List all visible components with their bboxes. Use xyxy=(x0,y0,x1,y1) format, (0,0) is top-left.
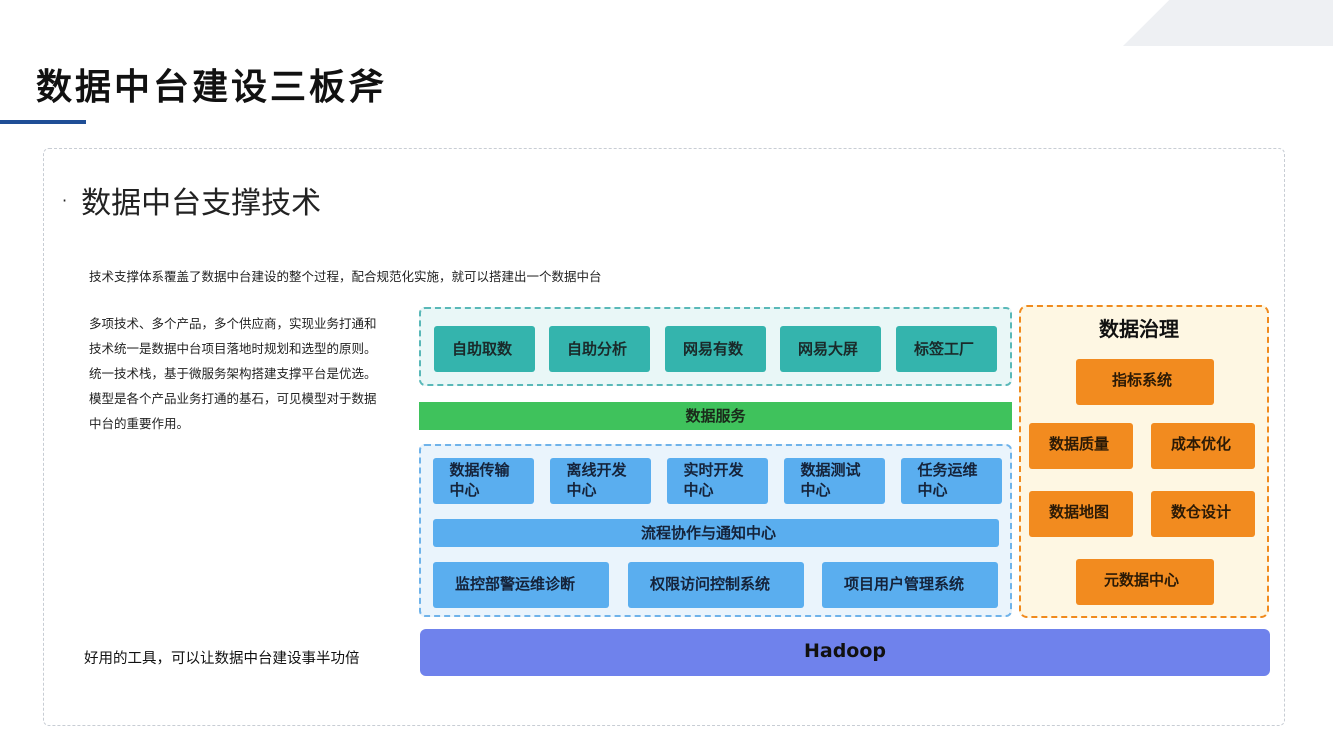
product-self-query: 自助取数 xyxy=(434,326,535,372)
corner-decoration xyxy=(1123,0,1333,46)
center-task-ops: 任务运维中心 xyxy=(901,458,1002,504)
center-data-test-label: 数据测试中心 xyxy=(800,461,861,499)
center-offline-dev: 离线开发中心 xyxy=(550,458,651,504)
product-netease-youshu: 网易有数 xyxy=(665,326,766,372)
paragraph-2: 统一技术栈，基于微服务架构搭建支撑平台是优选。 xyxy=(89,366,377,381)
page-title: 数据中台建设三板斧 xyxy=(36,67,388,108)
section-title: · 数据中台支撑技术 xyxy=(62,178,321,222)
gov-warehouse-design: 数仓设计 xyxy=(1151,491,1255,537)
center-transfer: 数据传输中心 xyxy=(433,458,534,504)
product-self-analysis: 自助分析 xyxy=(549,326,650,372)
title-underline xyxy=(0,120,86,124)
center-data-test: 数据测试中心 xyxy=(784,458,885,504)
intro-text: 技术支撑体系覆盖了数据中台建设的整个过程，配合规范化实施，就可以搭建出一个数据中… xyxy=(89,269,602,284)
gov-metrics-system: 指标系统 xyxy=(1076,359,1214,405)
data-service-bar: 数据服务 xyxy=(419,402,1012,430)
center-realtime-dev: 实时开发中心 xyxy=(667,458,768,504)
paragraph-1: 多项技术、多个产品，多个供应商，实现业务打通和技术统一是数据中台项目落地时规划和… xyxy=(89,316,377,356)
flow-notify-bar: 流程协作与通知中心 xyxy=(433,519,999,547)
gov-data-map: 数据地图 xyxy=(1029,491,1133,537)
system-monitoring: 监控部警运维诊断 xyxy=(433,562,609,608)
center-offline-dev-label: 离线开发中心 xyxy=(566,461,627,499)
bullet-dot: · xyxy=(62,191,68,210)
gov-data-quality: 数据质量 xyxy=(1029,423,1133,469)
gov-cost-optimization: 成本优化 xyxy=(1151,423,1255,469)
gov-metadata-center: 元数据中心 xyxy=(1076,559,1214,605)
content-frame xyxy=(43,148,1285,726)
data-service-label: 数据服务 xyxy=(685,407,746,425)
hadoop-base: Hadoop xyxy=(420,629,1270,676)
center-realtime-dev-label: 实时开发中心 xyxy=(683,461,744,499)
governance-title: 数据治理 xyxy=(1099,317,1179,341)
section-title-text: 数据中台支撑技术 xyxy=(81,186,322,221)
center-task-ops-label: 任务运维中心 xyxy=(917,461,978,499)
system-user-management: 项目用户管理系统 xyxy=(822,562,998,608)
bottom-note: 好用的工具，可以让数据中台建设事半功倍 xyxy=(84,651,360,667)
system-access-control: 权限访问控制系统 xyxy=(628,562,804,608)
paragraph-3: 模型是各个产品业务打通的基石，可见模型对于数据中台的重要作用。 xyxy=(89,391,377,431)
left-description: 多项技术、多个产品，多个供应商，实现业务打通和技术统一是数据中台项目落地时规划和… xyxy=(89,311,379,436)
product-netease-screen: 网易大屏 xyxy=(780,326,881,372)
product-tag-factory: 标签工厂 xyxy=(896,326,997,372)
center-transfer-label: 数据传输中心 xyxy=(449,461,510,499)
flow-notify-label: 流程协作与通知中心 xyxy=(641,524,777,542)
